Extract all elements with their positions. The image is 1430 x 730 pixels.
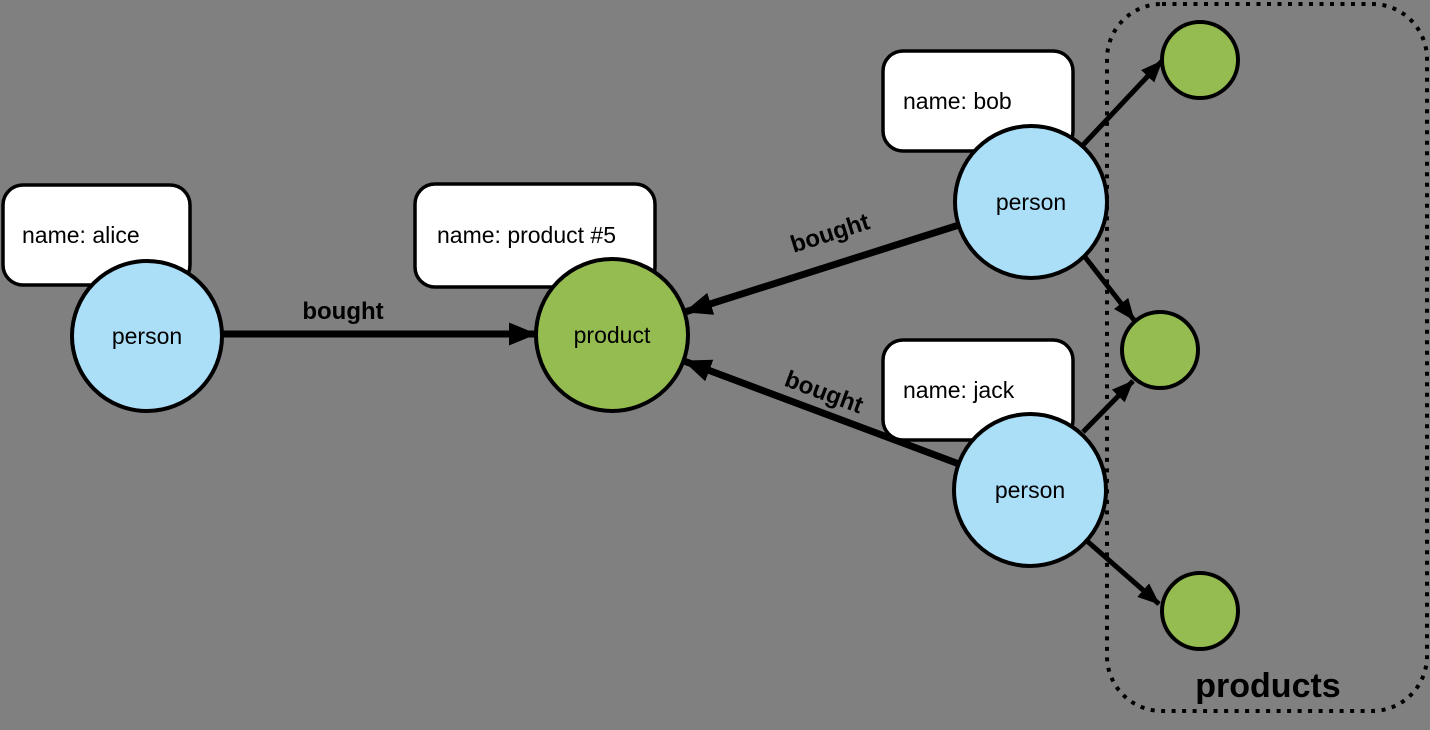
node-label-alice: person xyxy=(112,323,182,349)
node-circle-bob xyxy=(953,124,1109,280)
edges xyxy=(222,59,1164,606)
products-group-border xyxy=(1105,2,1429,713)
node-circle-small-product-3 xyxy=(1160,571,1240,651)
node-circle-small-product-2 xyxy=(1120,310,1200,390)
products-group-label: products xyxy=(1195,667,1340,705)
node-bob: name: bob person xyxy=(881,49,1109,280)
edge-bob-to-small-product-1 xyxy=(1081,59,1164,147)
edge-label-alice-bought: bought xyxy=(302,298,383,325)
small-product-nodes xyxy=(1120,20,1240,651)
edge-bob-to-product5 xyxy=(683,221,961,316)
node-circle-product5 xyxy=(534,257,690,413)
products-group: products xyxy=(1105,2,1429,713)
edge-bob-to-small-product-2 xyxy=(1083,255,1136,322)
property-text-jack: name: jack xyxy=(903,377,1015,403)
node-label-jack: person xyxy=(995,477,1065,503)
edge-jack-to-small-product-3 xyxy=(1085,539,1161,606)
property-text-bob: name: bob xyxy=(903,88,1012,114)
property-text-alice: name: alice xyxy=(22,222,140,248)
edge-jack-to-small-product-2 xyxy=(1081,379,1135,434)
node-label-product5: product xyxy=(574,322,651,348)
node-jack: name: jack person xyxy=(881,338,1108,568)
node-circle-small-product-1 xyxy=(1160,20,1240,100)
property-text-product5: name: product #5 xyxy=(437,222,616,248)
node-product5: name: product #5 product xyxy=(413,182,690,413)
edge-jack-to-product5 xyxy=(682,357,961,468)
node-label-bob: person xyxy=(996,189,1066,215)
node-alice: name: alice person xyxy=(1,183,224,413)
node-circle-alice xyxy=(70,259,224,413)
node-circle-jack xyxy=(952,412,1108,568)
